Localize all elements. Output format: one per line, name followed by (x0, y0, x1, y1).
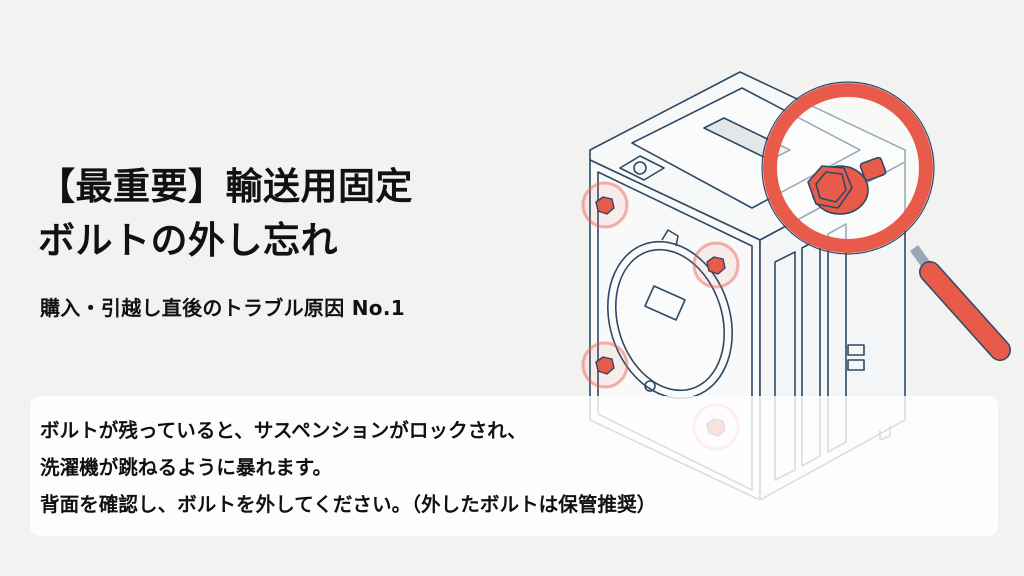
title-line-2: ボルトの外し忘れ (38, 219, 338, 262)
title-line-1: 【最重要】輸送用固定 (38, 165, 413, 208)
info-line-2: 洗濯機が跳ねるように暴れます。 (40, 456, 333, 479)
info-card-text: ボルトが残っていると、サスペンションがロックされ、 洗濯機が跳ねるように暴れます… (40, 412, 656, 523)
info-card (30, 396, 998, 536)
info-line-3: 背面を確認し、ボルトを外してください。（外したボルトは保管推奨） (40, 493, 657, 516)
slide-title: 【最重要】輸送用固定 ボルトの外し忘れ (38, 160, 413, 268)
info-line-1: ボルトが残っていると、サスペンションがロックされ、 (40, 419, 527, 442)
subtitle: 購入・引越し直後のトラブル原因 No.1 (40, 296, 405, 320)
magnifying-glass-icon (761, 81, 1011, 361)
